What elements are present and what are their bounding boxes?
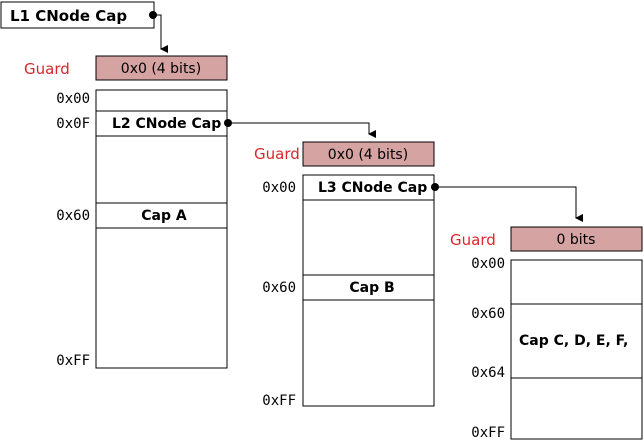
offset-3-start: 0x00 — [471, 256, 505, 272]
l3-arrow — [435, 186, 583, 222]
cnode-level-2: Guard 0x0 (4 bits) L3 CNode Cap Cap B 0x… — [254, 141, 583, 409]
offset-1-end: 0xFF — [56, 353, 90, 369]
slot-l3-cnode-cap: L3 CNode Cap — [318, 180, 427, 196]
guard-label-3: Guard — [450, 231, 496, 249]
offset-2-end: 0xFF — [262, 393, 296, 409]
l1-arrow — [153, 14, 168, 53]
l1-cnode-cap-label: L1 CNode Cap — [10, 7, 127, 25]
offset-1-start: 0x00 — [56, 91, 90, 107]
slot-cap-b: Cap B — [349, 280, 394, 296]
guard-box-1 — [95, 55, 228, 81]
guard-value-1: 0x0 (4 bits) — [121, 61, 201, 77]
cnode-level-1: Guard 0x0 (4 bits) L2 CNode Cap Cap A 0x… — [24, 55, 376, 369]
cnode-level-3: Guard 0 bits Cap C, D, E, F, 0x00 0x60 0… — [450, 226, 643, 440]
slot-cap-c-d-e-f: Cap C, D, E, F, — [519, 333, 628, 349]
slot-cap-a: Cap A — [141, 208, 187, 224]
offset-1-l2: 0x0F — [56, 116, 90, 132]
guard-box-2 — [302, 141, 435, 167]
offset-3-cap-c-start: 0x60 — [471, 306, 505, 322]
offset-1-cap-a: 0x60 — [56, 208, 90, 224]
guard-label-2: Guard — [254, 145, 300, 163]
offset-3-end: 0xFF — [471, 425, 505, 440]
l1-cnode-cap: L1 CNode Cap — [0, 1, 168, 53]
guard-label-1: Guard — [24, 60, 70, 78]
offset-3-cap-c-end: 0x64 — [471, 365, 505, 381]
guard-box-3 — [510, 226, 643, 252]
guard-value-2: 0x0 (4 bits) — [328, 147, 408, 163]
guard-value-3: 0 bits — [557, 232, 596, 248]
cnode-table-2 — [302, 174, 435, 407]
l2-arrow — [228, 122, 376, 138]
cnode-table-3 — [510, 259, 643, 440]
offset-2-cap-b: 0x60 — [262, 280, 296, 296]
slot-l2-cnode-cap: L2 CNode Cap — [112, 116, 221, 132]
offset-2-start: 0x00 — [262, 180, 296, 196]
